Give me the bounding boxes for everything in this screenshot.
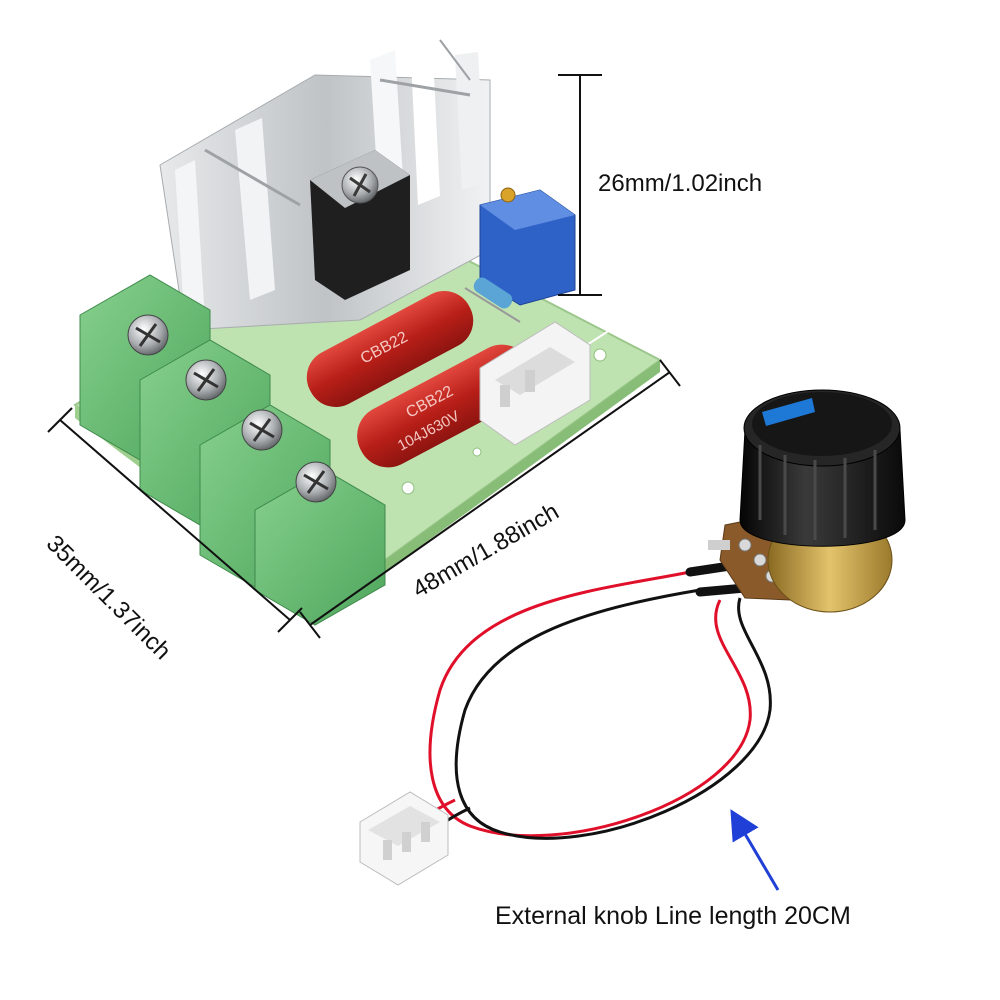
red-wire xyxy=(428,570,752,838)
height-dimension-line xyxy=(558,74,602,296)
capacitor-1: CBB22 xyxy=(306,291,474,407)
depth-dimension-line xyxy=(47,407,303,633)
black-wire xyxy=(454,588,772,840)
cable-wires xyxy=(408,561,772,841)
board-connector xyxy=(479,321,591,446)
resistor xyxy=(464,277,521,323)
width-dimension-line xyxy=(299,359,681,639)
height-dimension-label: 26mm/1.02inch xyxy=(598,170,763,197)
cable-connector xyxy=(359,791,449,886)
mounting-hole xyxy=(472,447,482,457)
mounting-hole xyxy=(401,481,415,495)
terminal-block xyxy=(79,274,386,626)
terminal-4 xyxy=(254,461,386,626)
mounting-hole xyxy=(593,348,607,362)
heatsink xyxy=(159,35,491,331)
triac-chip xyxy=(310,150,410,300)
knob-pointer xyxy=(762,398,815,426)
cable-length-label: External knob Line length 20CM xyxy=(495,902,851,930)
control-knob[interactable] xyxy=(739,389,906,547)
arrow-up-left-icon xyxy=(730,809,780,891)
